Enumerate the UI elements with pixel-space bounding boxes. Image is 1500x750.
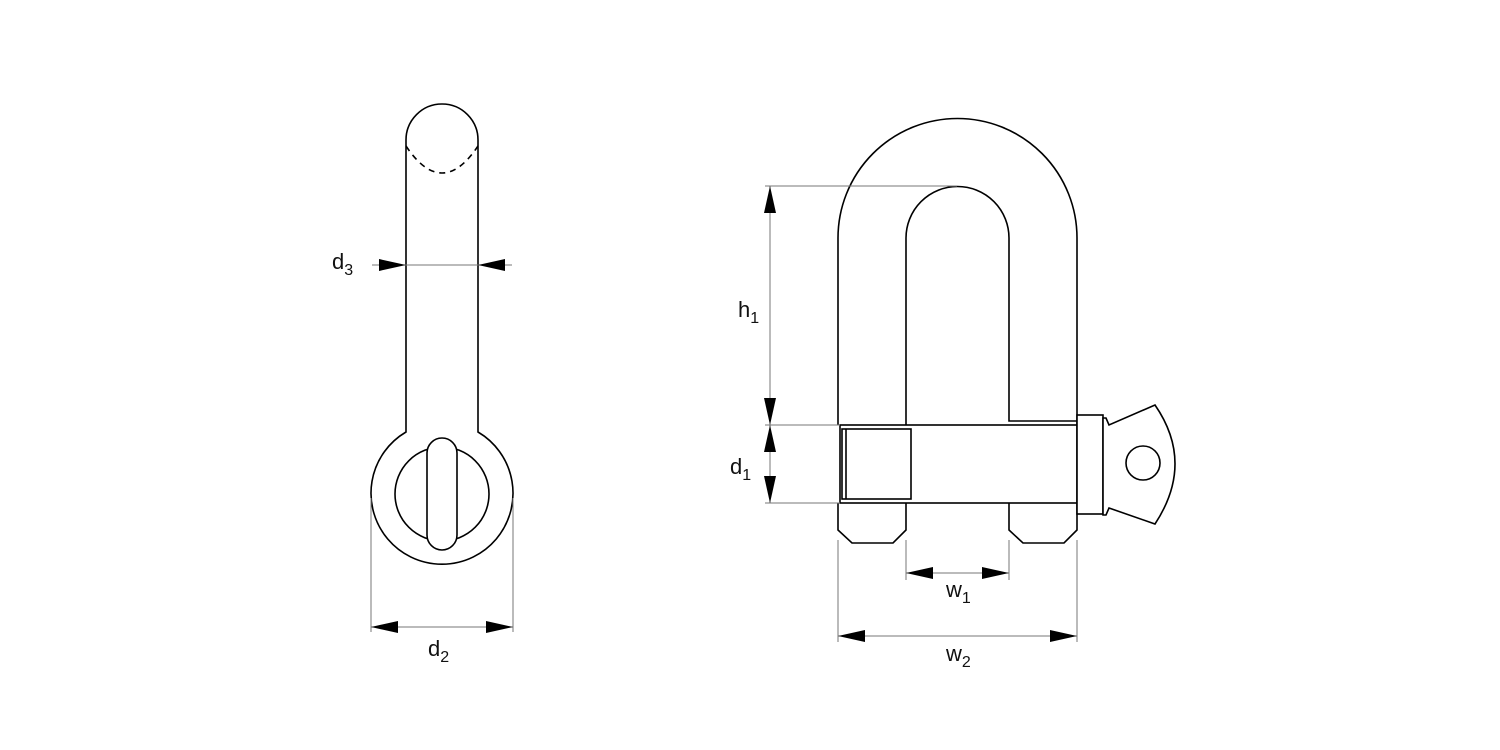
dimension-w2 <box>837 540 1078 642</box>
dimension-d1 <box>764 424 840 504</box>
label-w2: w2 <box>946 641 971 671</box>
dimension-w1 <box>905 540 1010 580</box>
front-view <box>837 117 1176 544</box>
label-w1: w1 <box>946 577 971 607</box>
label-d2: d2 <box>428 636 450 666</box>
side-view <box>370 103 514 565</box>
dimension-d3 <box>372 259 512 271</box>
label-h1: h1 <box>738 297 760 327</box>
dimension-d2 <box>370 498 514 633</box>
label-d1: d1 <box>730 454 752 484</box>
dimension-h1 <box>764 185 957 425</box>
label-d3: d3 <box>332 249 354 279</box>
